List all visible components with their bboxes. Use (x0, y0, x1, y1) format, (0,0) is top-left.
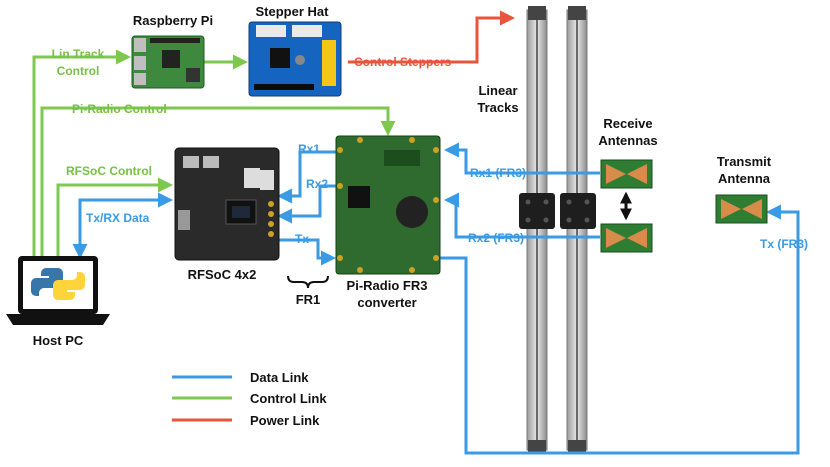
python-logo-icon (31, 268, 85, 300)
receive-antenna-2 (600, 223, 653, 253)
linear-tracks-label-2: Tracks (477, 100, 518, 115)
receive-antennas-label-1: Receive (603, 116, 652, 131)
track-carriage-left (519, 193, 555, 229)
legend-swatches (172, 375, 232, 422)
transmit-antenna (715, 194, 768, 224)
linear-tracks-label-1: Linear (478, 83, 517, 98)
transmit-antenna-label-1: Transmit (717, 154, 772, 169)
fr1-label: FR1 (296, 292, 321, 307)
rx1-label: Rx1 (298, 142, 320, 156)
track-carriage-right (560, 193, 596, 229)
control-links (32, 49, 396, 258)
host-pc-label: Host PC (33, 333, 84, 348)
linear-track-right (566, 6, 588, 452)
tx-rx-data-label: Tx/RX Data (86, 211, 150, 225)
pi-radio-label-2: converter (357, 295, 416, 310)
lin-track-control-label-1: Lin Track (52, 47, 105, 61)
pi-radio-label-1: Pi-Radio FR3 (347, 278, 428, 293)
pi-radio-board (335, 135, 441, 275)
rx1-fr3-label: Rx1 (FR3) (470, 166, 526, 180)
rfsoc-label: RFSoC 4x2 (188, 267, 257, 282)
receive-antennas-label-2: Antennas (598, 133, 657, 148)
lin-track-control-label-2: Control (57, 64, 100, 78)
rfsoc-board (174, 147, 280, 261)
transmit-antenna-label-2: Antenna (718, 171, 771, 186)
data-links (72, 142, 800, 455)
tx-label: Tx (295, 232, 309, 246)
stepper-hat-label: Stepper Hat (256, 4, 330, 19)
pi-radio-control-label: Pi-Radio Control (72, 102, 167, 116)
receive-antenna-1 (600, 159, 653, 189)
raspberry-pi-label: Raspberry Pi (133, 13, 213, 28)
stepper-hat-board (248, 21, 342, 97)
rx2-label: Rx2 (306, 177, 328, 191)
rfsoc-control-label: RFSoC Control (66, 164, 152, 178)
control-steppers-label: Control Steppers (354, 55, 452, 69)
tx-fr3-label: Tx (FR3) (760, 237, 808, 251)
legend-control-link: Control Link (250, 391, 327, 406)
linear-track-left (526, 6, 548, 452)
fr1-brace (287, 275, 329, 289)
rx2-fr3-label: Rx2 (FR3) (468, 231, 524, 245)
power-link-steppers (348, 10, 515, 64)
legend-data-link: Data Link (250, 370, 309, 385)
legend-power-link: Power Link (250, 413, 320, 428)
raspberry-pi-board (131, 35, 205, 89)
